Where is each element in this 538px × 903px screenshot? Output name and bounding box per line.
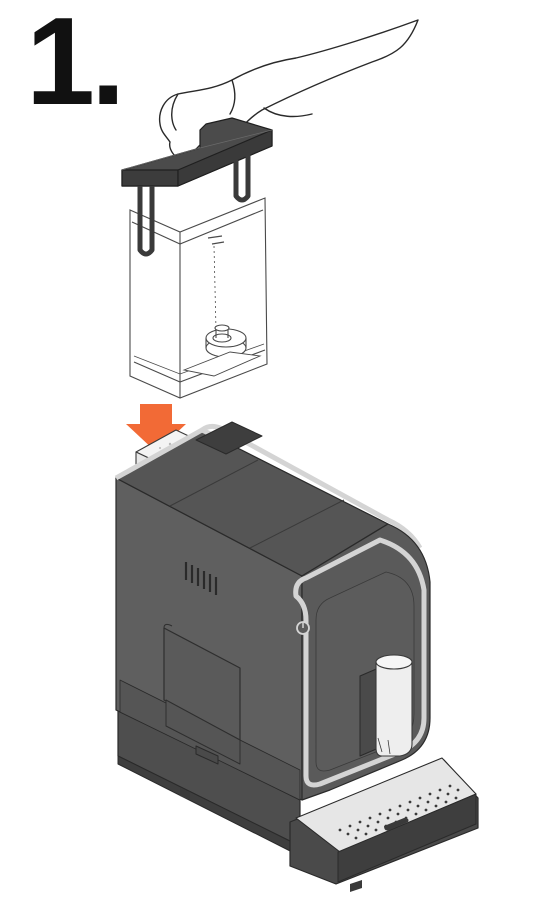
step-number: 1. (26, 0, 125, 131)
tank-handle (121, 117, 273, 257)
water-tank (129, 197, 268, 399)
down-arrow-icon (126, 404, 186, 452)
coffee-machine (114, 421, 479, 892)
power-button-icon (296, 621, 310, 635)
hand-icon (158, 19, 419, 164)
